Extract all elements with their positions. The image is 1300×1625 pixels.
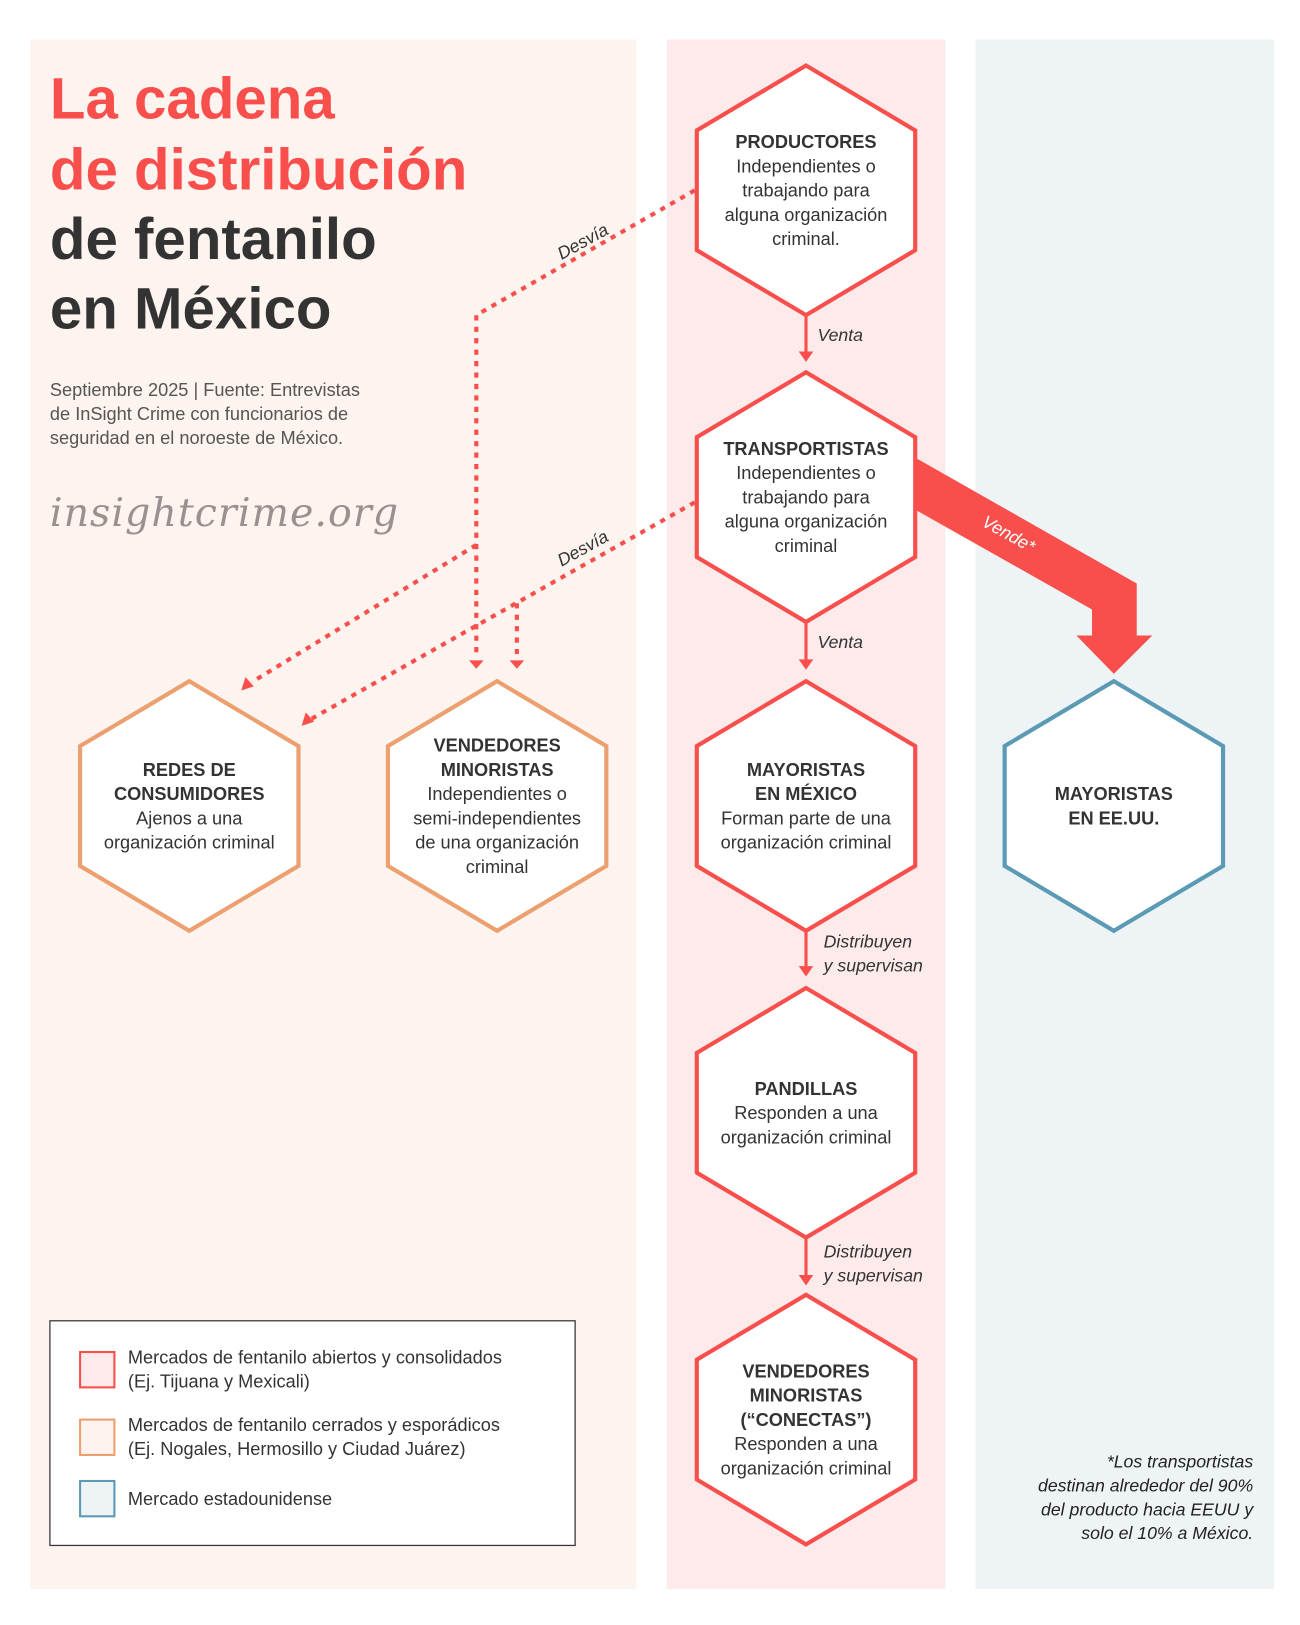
title-line: La cadena — [50, 67, 335, 132]
node-title: PANDILLAS — [755, 1079, 858, 1099]
hexagon-shape — [694, 1292, 918, 1547]
node-title: (“CONECTAS”) — [740, 1410, 871, 1430]
hexagon-minoristas: VENDEDORES MINORISTAS Independientes o semi… — [385, 678, 609, 934]
subtitle-line: de InSight Crime con funcionarios de — [50, 404, 348, 424]
node-description: Independientes o — [427, 784, 567, 804]
subtitle-line: Septiembre 2025 | Fuente: Entrevistas — [50, 380, 360, 400]
node-title: PRODUCTORES — [735, 132, 876, 152]
hexagon-redes: REDES DE CONSUMIDORES Ajenos a una organiza… — [78, 678, 301, 934]
hexagon-conectas: VENDEDORES MINORISTAS (“CONECTAS”) Responde… — [694, 1292, 918, 1547]
node-description: organización criminal — [721, 1458, 892, 1478]
node-description: criminal. — [772, 229, 840, 249]
node-description: organización criminal — [721, 833, 892, 853]
legend-label: (Ej. Tijuana y Mexicali) — [128, 1371, 310, 1391]
hexagon-shape — [78, 678, 301, 934]
node-description: Responden a una — [734, 1103, 878, 1123]
distribuyen-label: y supervisan — [823, 955, 923, 975]
node-description: trabajando para — [742, 181, 870, 201]
legend: Mercados de fentanilo abiertos y consoli… — [49, 1320, 576, 1547]
node-description: alguna organización — [725, 512, 888, 532]
node-description: Independientes o — [736, 463, 876, 483]
footnote: *Los transportistas destinan alrededor d… — [1038, 1451, 1254, 1543]
title-line: en México — [50, 277, 332, 342]
footnote-line: solo el 10% a México. — [1081, 1523, 1253, 1543]
hexagon-shape — [1002, 678, 1226, 934]
venta-label: Venta — [817, 632, 863, 652]
legend-label: (Ej. Nogales, Hermosillo y Ciudad Juárez… — [128, 1439, 466, 1459]
node-description: Responden a una — [734, 1434, 878, 1454]
hexagon-shape — [694, 678, 918, 934]
desvia-path-productores — [474, 188, 696, 658]
node-description: semi-independientes — [413, 808, 581, 828]
node-title: VENDEDORES — [742, 1361, 869, 1381]
desvia-path-transportistas — [308, 500, 696, 722]
hexagon-productores: PRODUCTORES Independientes o trabajando pa… — [694, 63, 918, 318]
node-title: MAYORISTAS — [1055, 784, 1173, 804]
venta-label: Venta — [817, 325, 863, 345]
subtitle: Septiembre 2025 | Fuente: Entrevistas de… — [50, 380, 360, 448]
node-description: Ajenos a una — [136, 808, 243, 828]
distribuyen-label: Distribuyen — [824, 1241, 913, 1261]
node-title: TRANSPORTISTAS — [723, 439, 888, 459]
page-title: La cadena de distribución de fentanilo e… — [50, 67, 467, 342]
node-description: criminal — [775, 536, 838, 556]
footnote-line: destinan alrededor del 90% — [1038, 1475, 1253, 1495]
arrowhead — [241, 677, 254, 691]
node-title: EN MÉXICO — [755, 783, 857, 804]
node-description: organización criminal — [104, 833, 275, 853]
arrowhead — [469, 660, 484, 669]
node-title: EN EE.UU. — [1068, 808, 1159, 828]
legend-label: Mercados de fentanilo abiertos y consoli… — [128, 1347, 502, 1367]
hexagon-mayoristas-us: MAYORISTAS EN EE.UU. — [1002, 678, 1226, 934]
distribuyen-label: y supervisan — [823, 1265, 923, 1285]
hexagon-shape — [694, 63, 918, 318]
footnote-line: del producto hacia EEUU y — [1041, 1499, 1254, 1519]
node-description: Independientes o — [736, 156, 876, 176]
node-description: Forman parte de una — [721, 808, 892, 828]
site-url: insightcrime.org — [50, 490, 399, 536]
arrowhead — [301, 712, 315, 726]
title-line: de fentanilo — [50, 207, 377, 272]
node-description: alguna organización — [725, 205, 888, 225]
legend-swatch-blue — [79, 1479, 116, 1518]
venta-arrows: Venta Venta Distribuyen y supervisan Dis… — [798, 315, 923, 1286]
legend-label: Mercados de fentanilo cerrados y esporád… — [128, 1415, 500, 1435]
footnote-line: *Los transportistas — [1107, 1451, 1254, 1471]
subtitle-line: seguridad en el noroeste de México. — [50, 428, 343, 448]
hexagon-shape — [385, 678, 609, 934]
node-description: criminal — [466, 857, 529, 877]
title-line: de distribución — [50, 137, 467, 202]
hexagon-transportistas: TRANSPORTISTAS Independientes o trabajando… — [694, 369, 918, 625]
hexagon-shape — [694, 369, 918, 625]
node-title: REDES DE — [143, 760, 236, 780]
distribuyen-label: Distribuyen — [824, 931, 913, 951]
node-title: VENDEDORES — [433, 736, 560, 756]
arrowhead — [509, 660, 525, 669]
hexagon-shape — [694, 985, 918, 1241]
node-title: MINORISTAS — [441, 760, 554, 780]
legend-label: Mercado estadounidense — [128, 1489, 332, 1509]
hexagon-pandillas: PANDILLAS Responden a una organización cri… — [694, 985, 918, 1241]
legend-swatch-red — [79, 1350, 116, 1389]
desvia-branch-redes — [250, 543, 478, 685]
node-title: CONSUMIDORES — [114, 784, 265, 804]
node-title: MAYORISTAS — [747, 760, 865, 780]
node-description: trabajando para — [742, 487, 870, 507]
hexagon-mayoristas-mx: MAYORISTAS EN MÉXICO Forman parte de una or… — [694, 678, 918, 934]
node-description: organización criminal — [721, 1127, 892, 1147]
node-title: MINORISTAS — [750, 1386, 863, 1406]
node-description: de una organización — [415, 833, 579, 853]
legend-swatch-orange — [79, 1418, 116, 1456]
